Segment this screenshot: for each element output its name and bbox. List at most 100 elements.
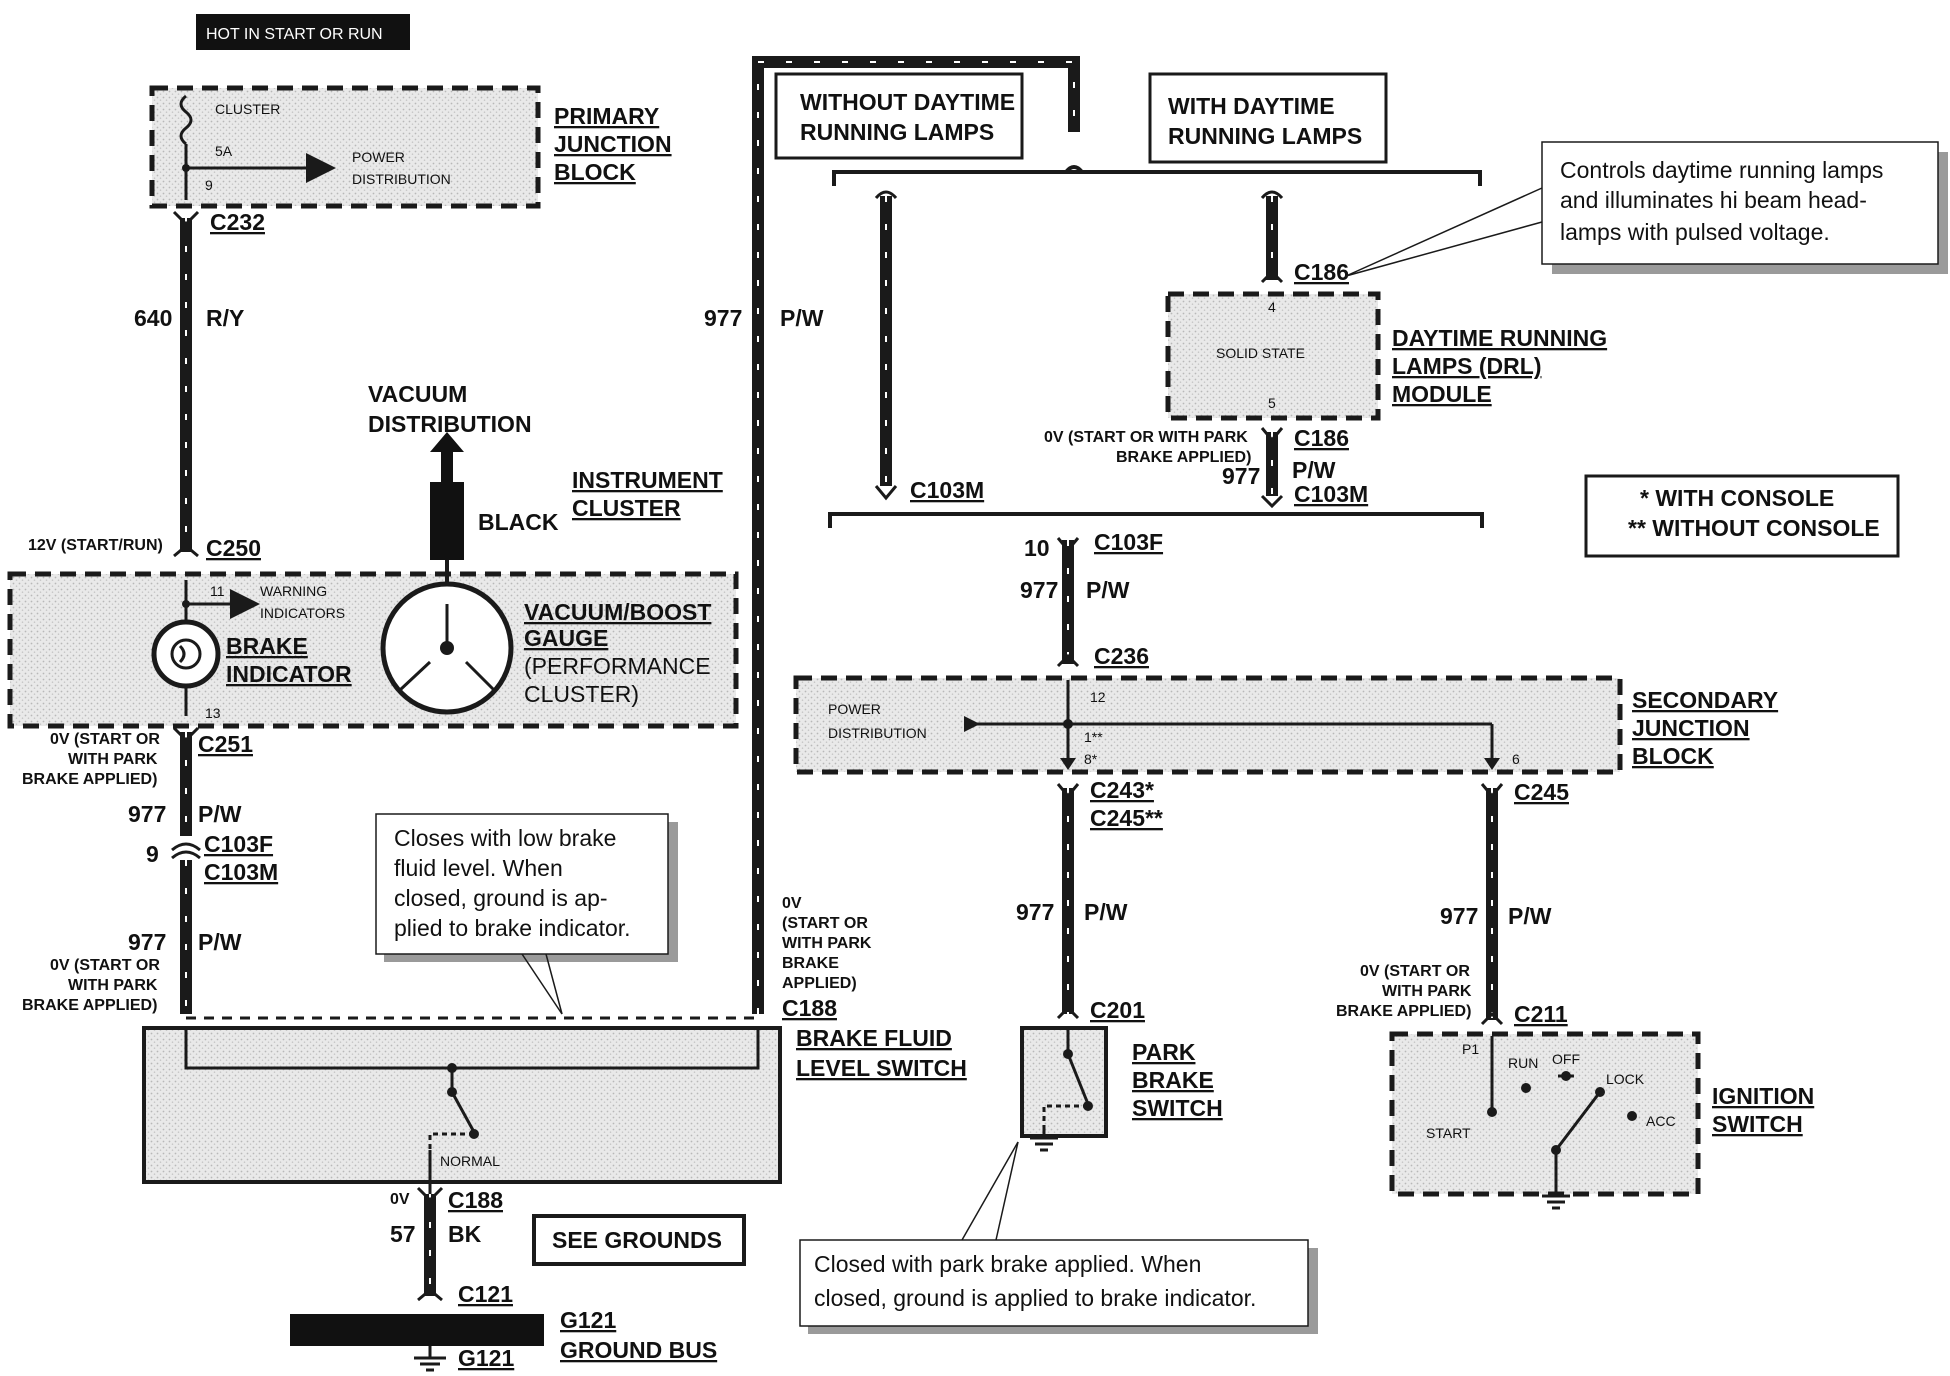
connector-c250: C250 bbox=[206, 535, 261, 561]
pin-11: 11 bbox=[210, 583, 225, 599]
console-legend: * WITH CONSOLE ** WITHOUT CONSOLE bbox=[1584, 474, 1900, 558]
black-hose-label: BLACK bbox=[478, 509, 559, 535]
brake-fluid-title-1: BRAKE FLUID bbox=[796, 1025, 952, 1051]
ignition-title-1: IGNITION bbox=[1712, 1083, 1814, 1109]
power-distribution-line-2: DISTRIBUTION bbox=[352, 171, 451, 187]
wire-pw-left-2: P/W bbox=[198, 929, 242, 955]
ignition-ground-icon bbox=[1542, 1194, 1570, 1210]
sjb-pin-6: 6 bbox=[1512, 751, 1520, 767]
park-note-line-1: Closed with park brake applied. When bbox=[814, 1251, 1201, 1277]
park-brake-note: Closed with park brake applied. When clo… bbox=[799, 1141, 1318, 1334]
connector-c121-icon bbox=[417, 1288, 443, 1302]
ground-symbol-icon bbox=[414, 1346, 446, 1372]
wire-ry-label: R/Y bbox=[206, 305, 244, 331]
connector-c186-bottom: C186 bbox=[1294, 425, 1349, 451]
see-grounds-box: SEE GROUNDS bbox=[532, 1214, 746, 1266]
ignition-rotor-icon bbox=[1554, 1091, 1602, 1151]
connector-c251-icon bbox=[172, 726, 200, 743]
wire-pw-left-1: P/W bbox=[198, 801, 242, 827]
power-distribution-line-1: POWER bbox=[352, 149, 405, 165]
brake-note-line-3: closed, ground is ap- bbox=[394, 885, 608, 911]
fuse-icon bbox=[179, 94, 193, 146]
connector-c243: C243* bbox=[1090, 777, 1154, 803]
sjb-title-3: BLOCK bbox=[1632, 743, 1714, 769]
park-brake-title-1: PARK bbox=[1132, 1039, 1196, 1065]
c188-ov-line-5: APPLIED) bbox=[782, 975, 857, 992]
sjb-power-line-2: DISTRIBUTION bbox=[828, 725, 927, 741]
warning-line-2: INDICATORS bbox=[260, 605, 345, 621]
g121-bottom: G121 bbox=[458, 1345, 514, 1371]
ignition-title-2: SWITCH bbox=[1712, 1111, 1803, 1137]
wire-977-left: 0V (START OR WITH PARK BRAKE APPLIED) C2… bbox=[22, 726, 278, 1014]
legend-line-1: * WITH CONSOLE bbox=[1640, 485, 1834, 511]
drl-note-line-3: lamps with pulsed voltage. bbox=[1560, 219, 1830, 245]
primary-junction-title-2: JUNCTION bbox=[554, 131, 672, 157]
solid-state-label: SOLID STATE bbox=[1216, 345, 1305, 361]
wire-977-left-2: 977 bbox=[128, 929, 166, 955]
wire-pw-top: P/W bbox=[780, 305, 824, 331]
wire-977-ignition: C245 977 P/W 0V (START OR WITH PARK BRAK… bbox=[1336, 779, 1569, 1027]
wire-640-ry: C232 640 R/Y 12V (START/RUN) C250 bbox=[28, 209, 265, 561]
left-ov-line-3: BRAKE APPLIED) bbox=[22, 997, 157, 1014]
park-brake-switch: PARK BRAKE SWITCH bbox=[1020, 1026, 1223, 1152]
c251-ov-line-2: WITH PARK bbox=[68, 751, 158, 768]
vacuum-line-2: DISTRIBUTION bbox=[368, 411, 532, 437]
drl-pin-4: 4 bbox=[1268, 299, 1276, 315]
drl-section: WITHOUT DAYTIME RUNNING LAMPS WITH DAYTI… bbox=[774, 72, 1607, 528]
connector-c201: C201 bbox=[1090, 997, 1145, 1023]
brake-fluid-note: Closes with low brake fluid level. When … bbox=[375, 813, 678, 1015]
c188-ov-line-1: 0V bbox=[782, 895, 802, 912]
instrument-cluster-title-2: CLUSTER bbox=[572, 495, 681, 521]
vacuum-gauge-icon bbox=[380, 581, 514, 715]
wire-977-park: C243* C245** 977 P/W C201 bbox=[1016, 777, 1163, 1023]
voltage-12v-label: 12V (START/RUN) bbox=[28, 537, 163, 554]
wire-977-top: 977 bbox=[704, 305, 742, 331]
wire-977-ign: 977 bbox=[1440, 903, 1478, 929]
with-drl-line-1: WITH DAYTIME bbox=[1168, 93, 1335, 119]
hot-label: HOT IN START OR RUN bbox=[206, 26, 383, 43]
vacuum-hose: VACUUM DISTRIBUTION BLACK bbox=[368, 381, 559, 584]
legend-line-2: ** WITHOUT CONSOLE bbox=[1628, 515, 1880, 541]
wire-977-loop: 977 P/W 0V (START OR WITH PARK BRAKE APP… bbox=[704, 56, 1080, 1081]
connector-c103f-left: C103F bbox=[204, 831, 273, 857]
drl-module-title-1: DAYTIME RUNNING bbox=[1392, 325, 1607, 351]
c211-ov-line-1: 0V (START OR bbox=[1360, 963, 1470, 980]
connector-c103f-icon bbox=[171, 842, 201, 852]
wire-640-label: 640 bbox=[134, 305, 172, 331]
wire-pw-mid: P/W bbox=[1086, 577, 1130, 603]
connector-c188-top: C188 bbox=[782, 995, 837, 1021]
pin-13: 13 bbox=[205, 705, 221, 721]
secondary-junction-block: POWER DISTRIBUTION 12 1** 8* 6 SECONDARY… bbox=[793, 675, 1778, 775]
connector-c232: C232 bbox=[210, 209, 265, 235]
pin-label: 9 bbox=[205, 177, 213, 193]
primary-junction-title-3: BLOCK bbox=[554, 159, 636, 185]
connector-c236: C236 bbox=[1094, 643, 1149, 669]
park-brake-title-3: SWITCH bbox=[1132, 1095, 1223, 1121]
connector-c186-top: C186 bbox=[1294, 259, 1349, 285]
wire-pw-park: P/W bbox=[1084, 899, 1128, 925]
connector-c232-icon bbox=[172, 210, 200, 227]
instrument-cluster: 11 WARNING INDICATORS 13 BRAKE INDICATOR… bbox=[7, 467, 739, 729]
ign-off: OFF bbox=[1552, 1051, 1580, 1067]
normal-label: NORMAL bbox=[440, 1153, 500, 1169]
power-arrow-icon bbox=[964, 716, 980, 732]
vacuum-line-1: VACUUM bbox=[368, 381, 467, 407]
brake-indicator-title-2: INDICATOR bbox=[226, 661, 352, 687]
switch-contact-icon bbox=[450, 1091, 476, 1133]
drl-note: Controls daytime running lamps and illum… bbox=[1345, 141, 1948, 277]
left-ov-line-1: 0V (START OR bbox=[50, 957, 160, 974]
wire-977-left-1: 977 bbox=[128, 801, 166, 827]
cluster-label: CLUSTER bbox=[215, 101, 280, 117]
connector-c251: C251 bbox=[198, 731, 253, 757]
wire-pw-drl: P/W bbox=[1292, 457, 1336, 483]
drl-ov-line-1: 0V (START OR WITH PARK bbox=[1044, 429, 1248, 446]
gauge-sub-2: CLUSTER) bbox=[524, 681, 639, 707]
connector-c103m-mid: C103M bbox=[910, 477, 984, 503]
see-grounds-label: SEE GROUNDS bbox=[552, 1227, 722, 1253]
sjb-power-line-1: POWER bbox=[828, 701, 881, 717]
brake-note-line-1: Closes with low brake bbox=[394, 825, 616, 851]
wire-57-label: 57 bbox=[390, 1221, 416, 1247]
gauge-sub-1: (PERFORMANCE bbox=[524, 653, 711, 679]
sjb-title-1: SECONDARY bbox=[1632, 687, 1778, 713]
